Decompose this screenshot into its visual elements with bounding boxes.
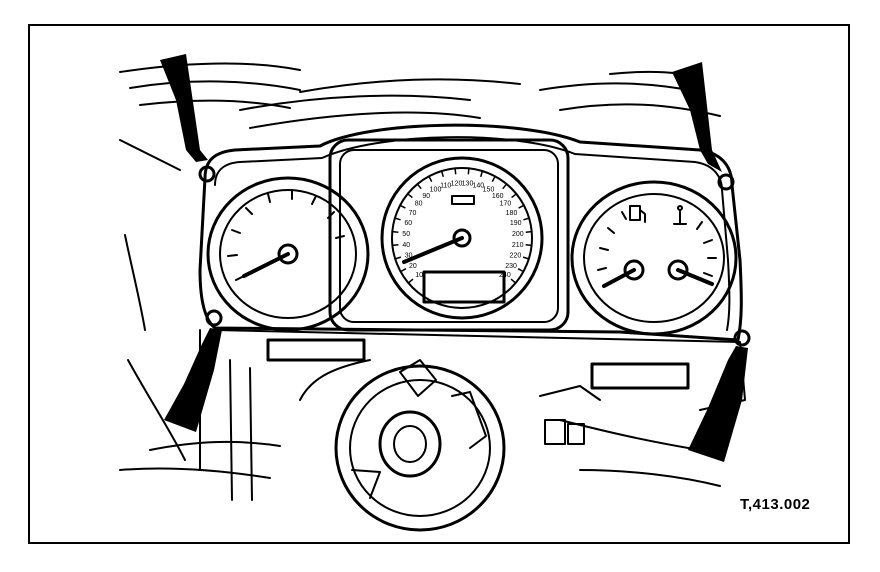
speedometer-label: 20 [409, 263, 417, 270]
tachometer-hub [277, 243, 299, 265]
fixing-screws [198, 165, 751, 347]
speedometer-tick [400, 268, 407, 273]
speedometer-label: 30 [405, 253, 413, 260]
speedometer-needle [402, 236, 464, 264]
speedometer-label: 70 [409, 210, 417, 217]
speedometer-tick [518, 204, 525, 209]
speedometer-label: 220 [510, 253, 522, 260]
speedometer-label: 100 [430, 187, 442, 194]
speedometer-tick [525, 244, 532, 247]
speedometer-label: 180 [506, 210, 518, 217]
speedometer-tick [394, 256, 402, 260]
speedometer-tick [502, 183, 508, 190]
fuel-needle [602, 268, 636, 288]
speedometer-tick [491, 175, 496, 182]
speedometer-tick [454, 168, 457, 175]
odometer-display [422, 270, 506, 304]
speedometer-tick [440, 170, 445, 178]
temperature-hub [667, 259, 689, 281]
speedometer-label: 150 [483, 187, 495, 194]
speedometer-tick [394, 217, 401, 221]
speedometer-label: 130 [462, 180, 474, 187]
speedometer-tick [392, 230, 399, 233]
speedometer-label: 40 [402, 242, 410, 249]
speedometer-tick [428, 175, 433, 182]
speedometer-label: 10 [415, 272, 423, 279]
temperature-icon [673, 205, 687, 225]
arrow-bottom-right [688, 346, 748, 462]
speedometer-label: 50 [402, 231, 410, 238]
speedometer-tick [523, 217, 530, 221]
speedometer-tick [517, 268, 524, 273]
speedometer-label: 210 [512, 242, 524, 249]
speedometer-label: 200 [512, 231, 524, 238]
speedometer-label: 160 [492, 193, 504, 200]
speedometer-tick [510, 278, 517, 284]
speedometer-tick [522, 256, 530, 260]
arrow-top-right [672, 62, 722, 172]
speedometer-label: 110 [440, 182, 451, 189]
right-switch-panel [590, 362, 690, 390]
speedometer-tick [407, 278, 414, 284]
temperature-needle [676, 268, 714, 286]
speedometer-hub [452, 228, 472, 248]
fuel-temperature-gauge [570, 180, 738, 336]
speedometer-tick [392, 244, 399, 247]
screw-top-left [198, 165, 216, 183]
speedometer-tick [511, 193, 517, 199]
speedometer-label: 190 [510, 220, 522, 227]
speedometer-label: 140 [472, 182, 484, 189]
arrow-icon [160, 54, 748, 462]
arrow-bottom-left [164, 328, 222, 432]
speedometer-label: 80 [415, 201, 423, 208]
fuel-pump-icon [629, 205, 646, 223]
tachometer-gauge [206, 176, 370, 332]
screw-top-right [717, 173, 735, 191]
speedometer-label: 230 [505, 263, 517, 270]
speedometer-label: 60 [404, 220, 412, 227]
temperature-ticks [696, 221, 717, 277]
steering-hub [299, 359, 506, 532]
speedometer-tick [399, 204, 406, 209]
speedometer-tick [479, 170, 484, 178]
screw-bottom-left [205, 309, 223, 327]
left-switch-panel [266, 338, 366, 362]
speedometer-tick [467, 168, 470, 175]
fuel-hub [623, 259, 645, 281]
speedometer-tick [407, 193, 413, 199]
figure-reference: T,413.002 [740, 496, 811, 513]
speedometer-label: 170 [500, 201, 512, 208]
speedometer-tick [525, 230, 532, 233]
fuel-ticks [597, 211, 627, 271]
odometer-window-top [451, 195, 475, 205]
screw-bottom-right [733, 329, 751, 347]
speedometer-label: 120 [451, 180, 463, 187]
speedometer-tick [416, 183, 422, 190]
tachometer-needle [242, 252, 290, 278]
arrow-top-left [160, 54, 208, 162]
speedometer-label: 90 [422, 193, 430, 200]
